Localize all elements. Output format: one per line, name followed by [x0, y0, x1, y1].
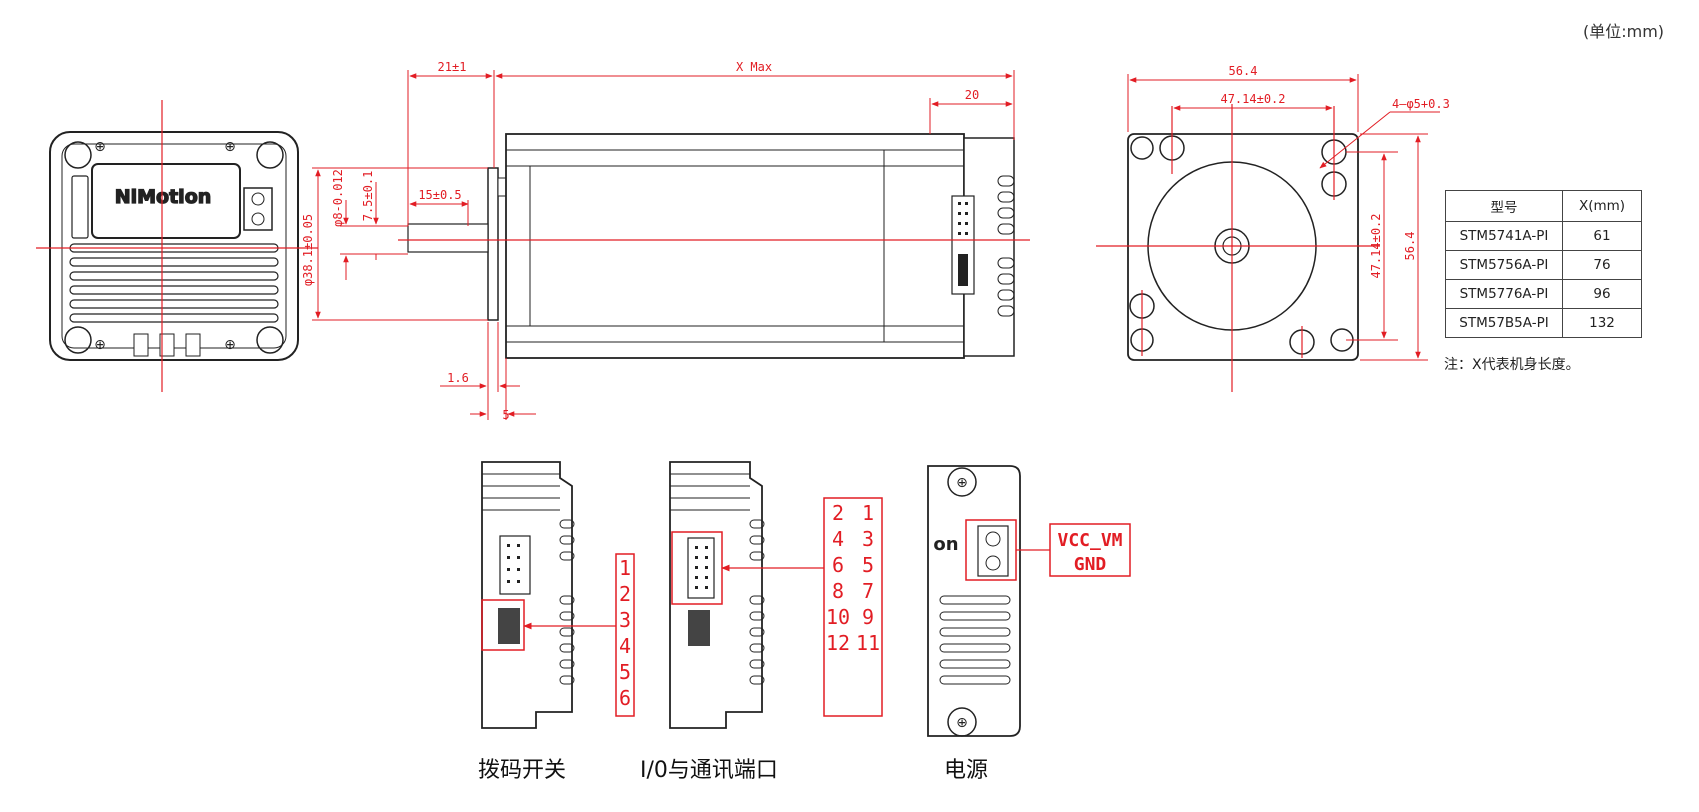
table-row: STM5756A-PI 76 [1445, 250, 1642, 280]
dip-pin: 5 [619, 660, 631, 684]
io-pin: 12 [826, 631, 850, 655]
io-pin: 6 [832, 553, 844, 577]
svg-text:⊕: ⊕ [956, 715, 968, 731]
table-cell-x: 132 [1562, 308, 1642, 338]
dip-pin-labels: 1 2 3 4 5 6 [619, 556, 631, 710]
dip-pin: 1 [619, 556, 631, 580]
table-cell-model: STM5756A-PI [1445, 250, 1563, 280]
io-pin: 8 [832, 579, 844, 603]
io-pin: 10 [826, 605, 850, 629]
dim-1-6: 1.6 [447, 371, 469, 385]
svg-text:⊕: ⊕ [94, 337, 106, 353]
table-cell-x: 61 [1562, 221, 1642, 251]
svg-text:⊕: ⊕ [956, 475, 968, 491]
front-view: 56.4 47.14±0.2 4—φ5+0.3 47.14±0.2 56.4 [1096, 64, 1450, 392]
mount-hole-icon: ⊕ ⊕ ⊕ ⊕ [64, 139, 284, 354]
dim-47-14-top: 47.14±0.2 [1220, 92, 1285, 106]
dim-shaft-diameter: φ8-0.012 [331, 169, 345, 227]
dim-holes: 4—φ5+0.3 [1392, 97, 1450, 111]
io-pin-labels: 2 1 4 3 6 5 8 7 10 9 12 11 [826, 501, 880, 655]
brand-logo: NiMotion [115, 186, 212, 208]
back-view: ⊕ ⊕ ⊕ ⊕ NiMotion [36, 100, 318, 392]
power-view: ⊕ ⊕ on VCC_VM GND [927, 465, 1131, 737]
table-cell-model: STM5741A-PI [1445, 221, 1563, 251]
svg-text:⊕: ⊕ [224, 139, 236, 155]
dim-5: 5 [502, 408, 509, 422]
dim-shaft-length: 21±1 [438, 60, 467, 74]
io-pin: 5 [862, 553, 874, 577]
dip-pin: 3 [619, 608, 631, 632]
dim-flat-length: 15±0.5 [418, 188, 461, 202]
dim-x-max: X Max [736, 60, 772, 74]
table-cell-model: STM57B5A-PI [1445, 308, 1563, 338]
table-row: STM5776A-PI 96 [1445, 279, 1642, 309]
table-cell-x: 76 [1562, 250, 1642, 280]
io-pin: 4 [832, 527, 844, 551]
io-pin: 3 [862, 527, 874, 551]
dip-pin: 2 [619, 582, 631, 606]
unit-label: (单位:mm) [1583, 22, 1665, 41]
power-label-vcc: VCC_VM [1057, 530, 1122, 551]
io-pin: 2 [832, 501, 844, 525]
side-view: 21±1 X Max 20 15±0.5 7.5±0.1 φ8-0.012 φ3… [301, 60, 1030, 422]
svg-text:⊕: ⊕ [94, 139, 106, 155]
dim-47-14-right: 47.14±0.2 [1369, 213, 1383, 278]
table-header-row: 型号 X(mm) [1445, 190, 1642, 222]
dim-flat-depth: 7.5±0.1 [361, 171, 375, 222]
io-pin: 11 [856, 631, 880, 655]
caption-dip-switch: 拨码开关 [478, 758, 567, 783]
dip-switch-view: 1 2 3 4 5 6 [481, 461, 635, 729]
table-cell-model: STM5776A-PI [1445, 279, 1563, 309]
table-row: STM57B5A-PI 132 [1445, 308, 1642, 338]
dip-pin: 6 [619, 686, 631, 710]
svg-text:on: on [933, 534, 958, 555]
dim-56-4-top: 56.4 [1229, 64, 1258, 78]
svg-text:⊕: ⊕ [224, 337, 236, 353]
caption-io-port: I/0与通讯端口 [640, 758, 778, 783]
io-pin: 1 [862, 501, 874, 525]
dim-pilot-diameter: φ38.1±0.05 [301, 214, 315, 286]
table-note: 注：X代表机身长度。 [1444, 357, 1580, 373]
table-header-model: 型号 [1445, 190, 1563, 222]
dip-pin: 4 [619, 634, 631, 658]
dim-20: 20 [965, 88, 979, 102]
dim-56-4-right: 56.4 [1403, 232, 1417, 261]
io-port-view: 2 1 4 3 6 5 8 7 10 9 12 11 [669, 461, 883, 729]
io-pin: 7 [862, 579, 874, 603]
table-cell-x: 96 [1562, 279, 1642, 309]
power-label-gnd: GND [1074, 554, 1107, 575]
spec-table: 型号 X(mm) STM5741A-PI 61 STM5756A-PI 76 S… [1445, 190, 1642, 338]
caption-power: 电源 [944, 758, 989, 783]
io-pin: 9 [862, 605, 874, 629]
table-header-x: X(mm) [1562, 190, 1642, 222]
table-row: STM5741A-PI 61 [1445, 221, 1642, 251]
